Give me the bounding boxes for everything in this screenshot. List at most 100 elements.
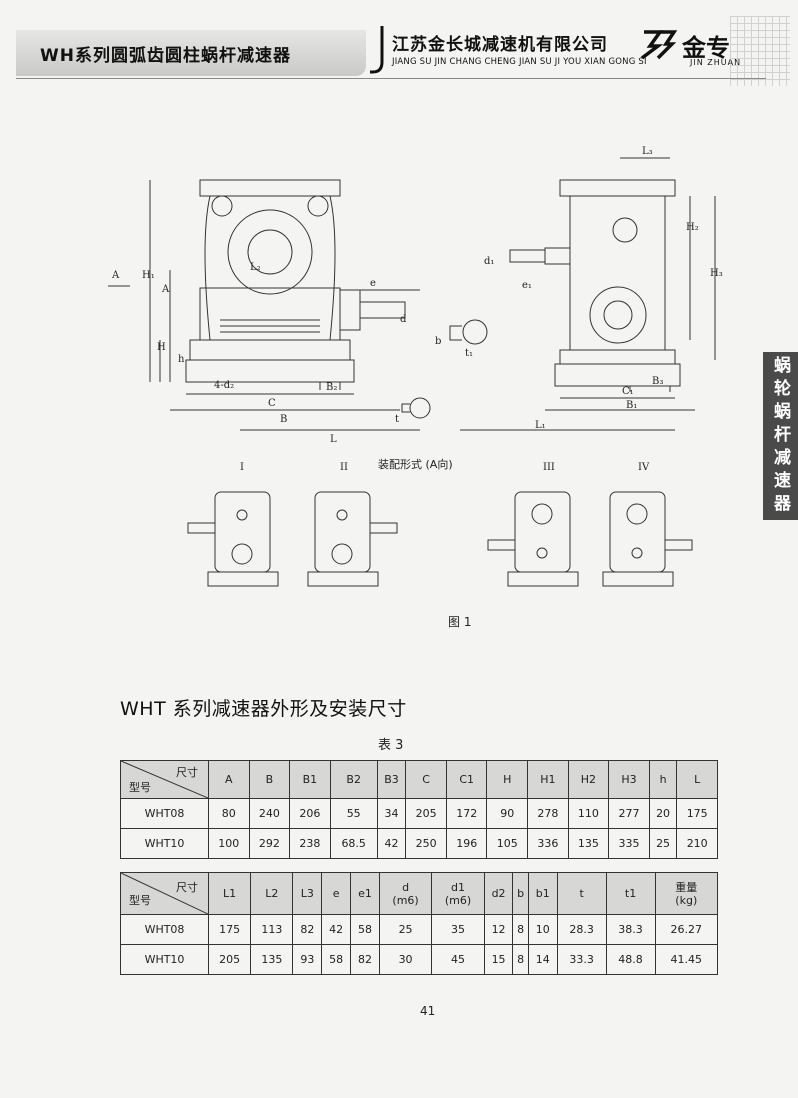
dim-l2: L₂ <box>250 262 261 273</box>
column-header: d(m6) <box>378 872 433 915</box>
assembly-variants: I II III IV <box>187 462 693 587</box>
model-cell: WHT10 <box>120 828 209 859</box>
value-cell: 90 <box>486 798 529 829</box>
dim-h: H <box>157 342 166 353</box>
column-header: t1 <box>605 872 656 915</box>
value-cell: 20 <box>648 798 678 829</box>
technical-drawing: A H₁ A H h L₂ e d b t₁ t 4-d₂ B₂ C B L L… <box>90 140 750 640</box>
dim-b3: B₃ <box>652 376 663 387</box>
dim-b1: B₁ <box>626 400 637 411</box>
view-label-1: I <box>240 462 244 473</box>
dimensions-table-2: 尺寸 型号 L1 L2 L3 e e1 d(m6) d1(m6) d2 b b1… <box>120 872 719 975</box>
value-cell: 113 <box>250 914 294 945</box>
dim-4-d2: 4-d₂ <box>214 380 234 391</box>
column-header: C1 <box>445 760 488 799</box>
column-header: B1 <box>289 760 331 799</box>
value-cell: 93 <box>292 944 323 975</box>
company-logo-icon <box>640 30 678 60</box>
value-cell: 205 <box>405 798 447 829</box>
value-cell: 277 <box>608 798 650 829</box>
company-j-mark <box>370 26 384 74</box>
column-header: A <box>208 760 250 799</box>
side-view <box>460 157 716 431</box>
table-row: WHT10 205 135 93 58 82 30 45 15 8 14 33.… <box>120 944 719 975</box>
table-row: WHT10 100 292 238 68.5 42 250 196 105 33… <box>120 828 718 859</box>
assembly-label: 装配形式 (A向) <box>378 458 453 471</box>
value-cell: 82 <box>350 944 380 975</box>
model-cell: WHT08 <box>120 914 209 945</box>
value-cell: 48.8 <box>605 944 656 975</box>
table-corner-cell: 尺寸 型号 <box>120 760 209 799</box>
logo-text-en: JIN ZHUAN <box>690 58 742 67</box>
dim-t: t <box>395 414 399 425</box>
column-header: B3 <box>376 760 407 799</box>
value-cell: 335 <box>608 828 650 859</box>
value-cell: 135 <box>567 828 610 859</box>
dim-c: C <box>268 398 276 409</box>
column-header: 重量(kg) <box>654 872 719 915</box>
value-cell: 196 <box>445 828 488 859</box>
value-cell: 38.3 <box>605 914 656 945</box>
dim-b2: B₂ <box>326 382 337 393</box>
column-header: C <box>405 760 447 799</box>
value-cell: 30 <box>378 944 433 975</box>
value-cell: 278 <box>527 798 569 829</box>
column-header: H2 <box>567 760 610 799</box>
key-detail-views <box>401 319 488 419</box>
value-cell: 206 <box>289 798 331 829</box>
value-cell: 15 <box>483 944 514 975</box>
value-cell: 25 <box>378 914 433 945</box>
view-label-4: IV <box>638 462 650 473</box>
column-header: d1(m6) <box>431 872 485 915</box>
value-cell: 100 <box>208 828 250 859</box>
value-cell: 210 <box>676 828 718 859</box>
dim-e: e <box>370 278 376 289</box>
dim-a-arrow: A <box>111 270 120 281</box>
column-header: t <box>556 872 607 915</box>
dimensions-table-1: 尺寸 型号 A B B1 B2 B3 C C1 H H1 H2 H3 h L W… <box>120 760 718 859</box>
dim-l3: L₃ <box>642 146 653 157</box>
table-row: WHT08 80 240 206 55 34 205 172 90 278 11… <box>120 798 718 829</box>
value-cell: 26.27 <box>654 914 719 945</box>
figure-caption: 图 1 <box>448 615 472 629</box>
dim-d1: d₁ <box>484 256 494 267</box>
value-cell: 175 <box>676 798 718 829</box>
company-name-cn: 江苏金长城减速机有限公司 <box>392 35 608 55</box>
header-divider <box>16 78 766 79</box>
company-name-en: JIANG SU JIN CHANG CHENG JIAN SU JI YOU … <box>392 57 647 67</box>
value-cell: 292 <box>248 828 291 859</box>
table-corner-cell: 尺寸 型号 <box>120 872 209 915</box>
value-cell: 58 <box>350 914 380 945</box>
dim-c1: C₁ <box>622 386 634 397</box>
value-cell: 25 <box>648 828 678 859</box>
column-header: H1 <box>527 760 569 799</box>
dim-t1: t₁ <box>465 348 473 359</box>
front-view <box>149 179 420 431</box>
logo-text-cn: 金专 <box>682 34 730 62</box>
column-header: B <box>248 760 291 799</box>
page-number: 41 <box>420 1004 436 1018</box>
dimension-labels: A H₁ A H h L₂ e d b t₁ t 4-d₂ B₂ C B L L… <box>108 146 723 445</box>
model-cell: WHT08 <box>120 798 209 829</box>
dim-h1: H₁ <box>142 270 155 281</box>
column-header: e <box>321 872 352 915</box>
value-cell: 105 <box>486 828 529 859</box>
table-row: WHT08 175 113 82 42 58 25 35 12 8 10 28.… <box>120 914 719 945</box>
value-cell: 34 <box>376 798 407 829</box>
dim-h2: H₂ <box>686 222 699 233</box>
corner-label-model: 型号 <box>129 781 151 794</box>
column-header: B2 <box>329 760 378 799</box>
view-label-2: II <box>340 462 348 473</box>
value-cell: 205 <box>207 944 252 975</box>
column-header: L3 <box>292 872 323 915</box>
column-header: h <box>648 760 678 799</box>
dim-l: L <box>330 434 337 445</box>
view-label-3: III <box>543 462 555 473</box>
value-cell: 110 <box>567 798 610 829</box>
value-cell: 8 <box>512 944 529 975</box>
value-cell: 8 <box>512 914 529 945</box>
value-cell: 175 <box>207 914 252 945</box>
column-header: L <box>676 760 718 799</box>
corner-label-size: 尺寸 <box>176 881 198 894</box>
dim-l1: L₁ <box>535 420 546 431</box>
